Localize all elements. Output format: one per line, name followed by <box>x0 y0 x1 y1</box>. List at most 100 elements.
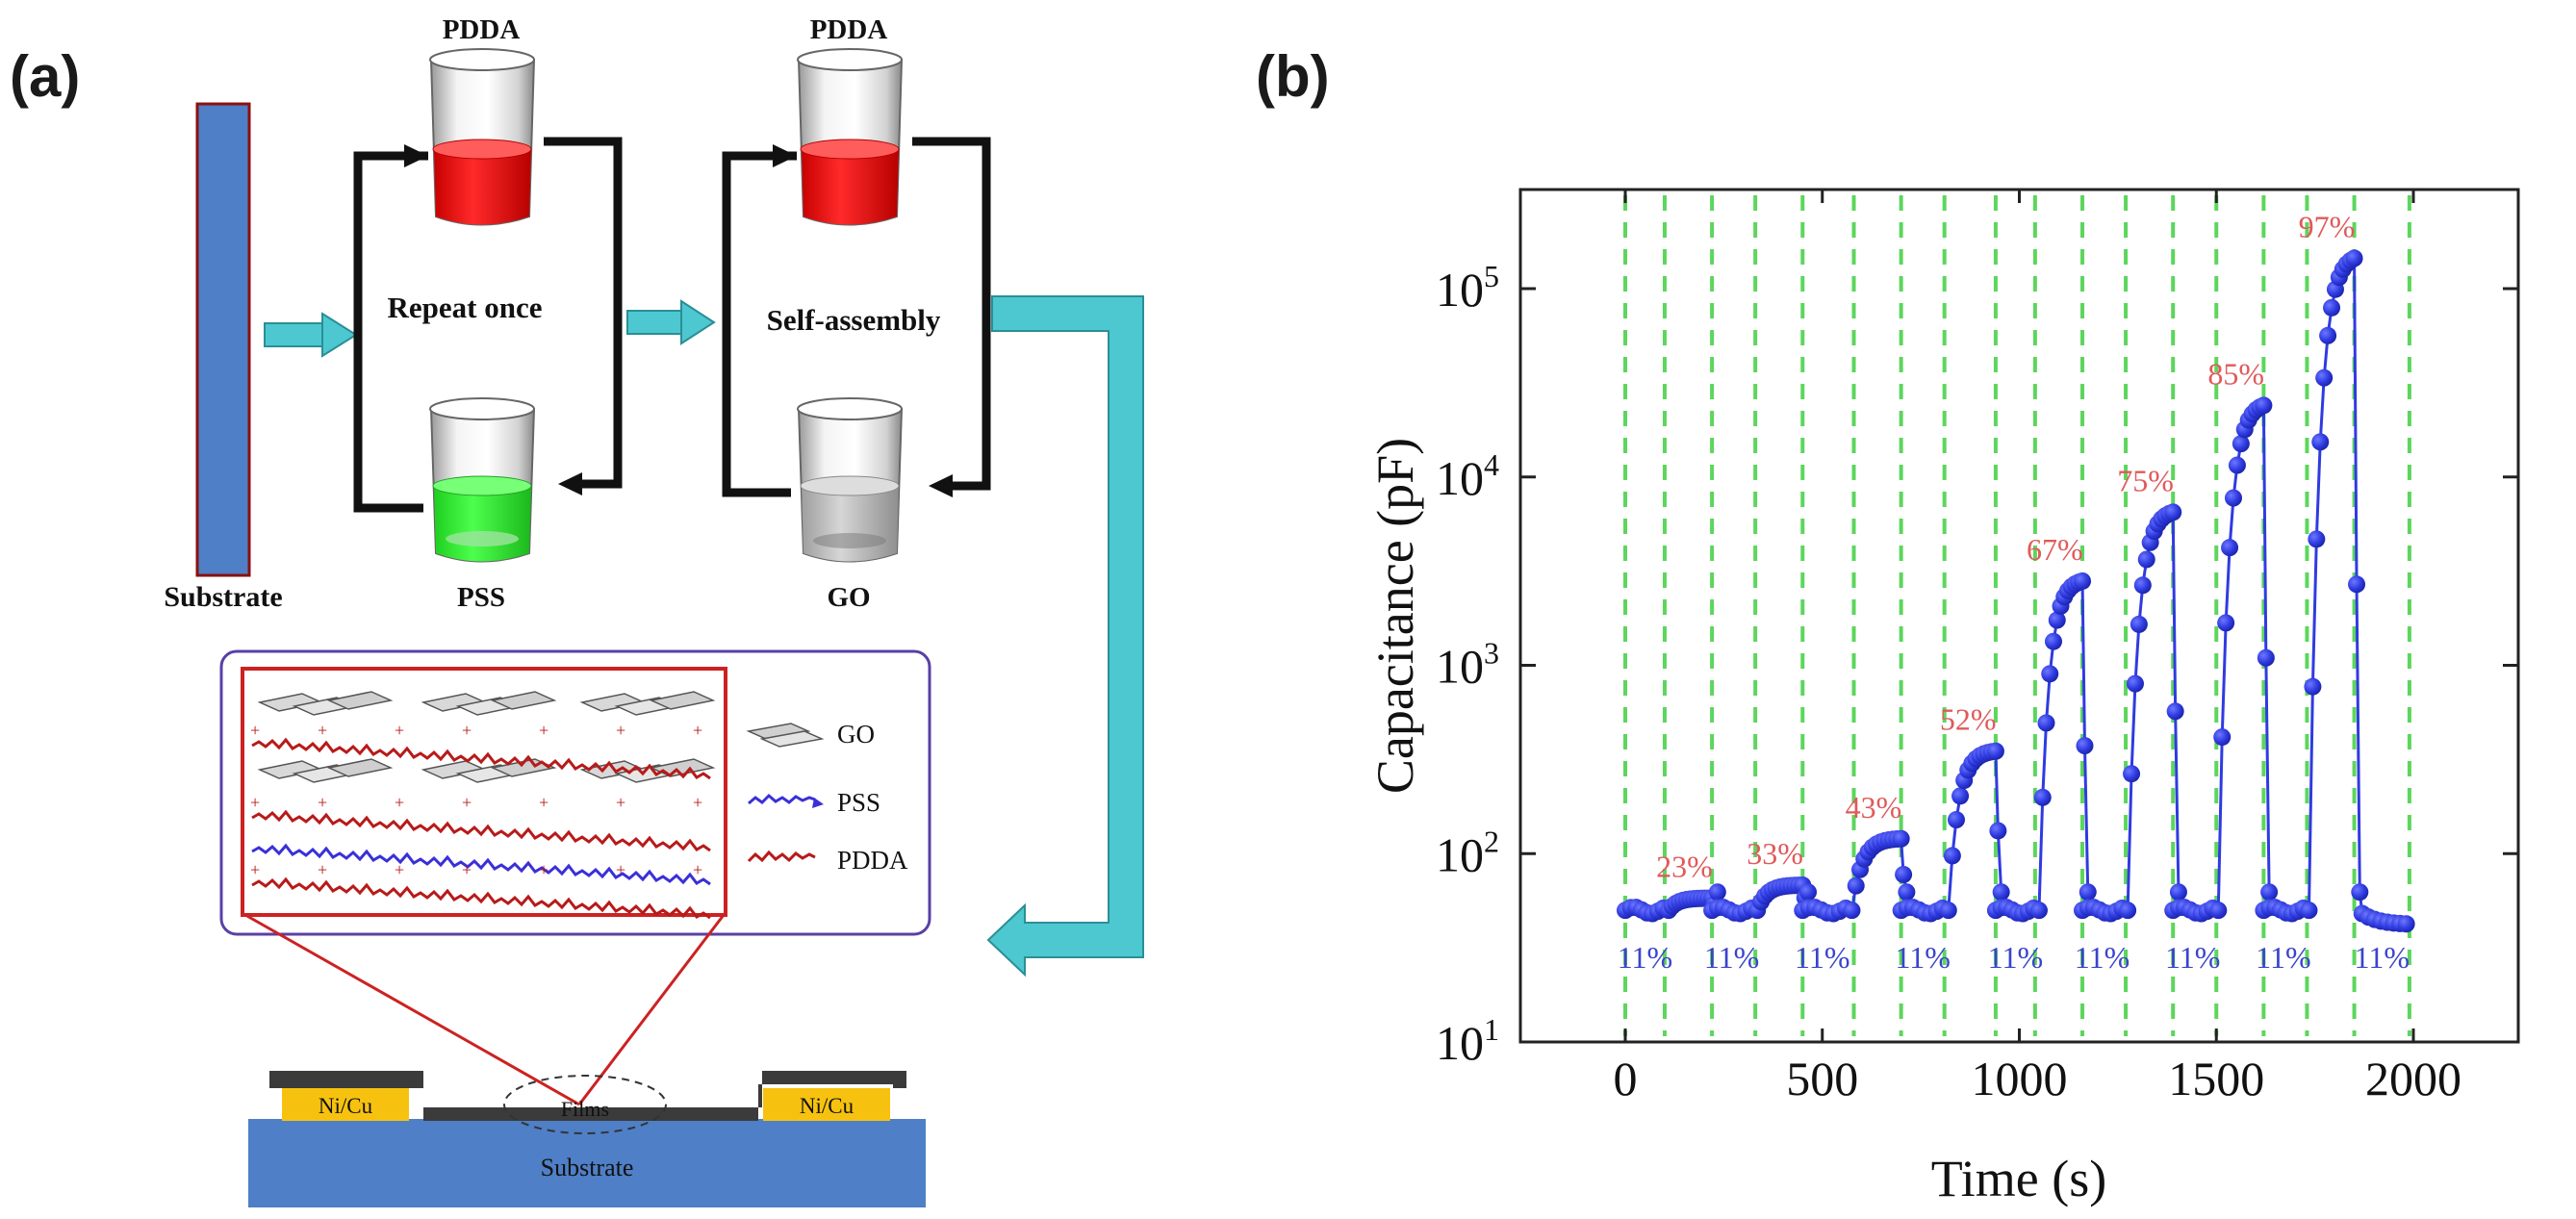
film-layer <box>269 1071 906 1121</box>
y-tick-label: 101 <box>1436 1012 1499 1070</box>
electrode-right-label: Ni/Cu <box>800 1094 854 1118</box>
x-tick-label: 2000 <box>2365 1052 2461 1105</box>
rh-low-label: 11% <box>1618 940 1672 975</box>
legend-pss: PSS <box>748 788 880 817</box>
data-point <box>2315 368 2334 387</box>
legend-pss-label: PSS <box>837 788 880 817</box>
data-point <box>2304 677 2322 696</box>
legend-go-label: GO <box>837 720 875 749</box>
device-cross-section: Substrate Ni/Cu Ni/Cu Films <box>248 1071 926 1207</box>
films-highlight <box>503 1075 667 1134</box>
electrode-left-label: Ni/Cu <box>319 1094 373 1118</box>
charge-mark: + <box>616 793 625 812</box>
panel-a: (a) Substrate Repeat once Self-assem <box>10 14 1144 1207</box>
process-arrow-1 <box>264 312 358 358</box>
data-point <box>1708 883 1726 902</box>
data-point <box>2397 915 2415 933</box>
panel-b: (b) 23%33%43%52%67%75%85%97%11%11%11%11%… <box>1256 44 2520 1207</box>
data-point <box>2164 503 2182 521</box>
charge-mark: + <box>395 860 404 879</box>
go-sheet <box>421 758 557 783</box>
data-point <box>1943 847 1961 865</box>
data-point <box>2319 326 2337 344</box>
pdda-chain <box>251 876 711 920</box>
rh-high-label: 52% <box>1940 702 1997 737</box>
charge-mark: + <box>539 721 548 740</box>
panel-b-label: (b) <box>1256 44 1330 109</box>
substrate-label: Substrate <box>164 581 282 613</box>
data-point <box>1989 822 2007 840</box>
panel-a-label: (a) <box>10 44 80 109</box>
rh-low-label: 11% <box>2256 940 2310 975</box>
x-axis-label: Time (s) <box>1931 1150 2107 1207</box>
y-tick-label: 104 <box>1436 447 1499 505</box>
data-point <box>2169 883 2187 902</box>
beaker-go-label: GO <box>827 582 870 613</box>
y-tick-label: 102 <box>1436 824 1499 881</box>
charge-mark: + <box>395 793 404 812</box>
pdda-chain <box>251 737 711 780</box>
charge-mark: + <box>250 721 260 740</box>
data-point <box>2255 396 2273 415</box>
return-arrow <box>986 295 1144 978</box>
data-point <box>2074 571 2092 590</box>
rh-low-label: 11% <box>2075 940 2130 975</box>
zoom-line-right <box>577 914 726 1105</box>
y-axis-label: Capacitance (pF) <box>1366 438 1424 794</box>
data-point <box>2323 298 2341 317</box>
charge-mark: + <box>318 721 327 740</box>
pdda-chain <box>251 809 711 852</box>
rh-low-label: 11% <box>1895 940 1950 975</box>
data-point <box>2029 902 2048 920</box>
data-point <box>1895 865 1913 883</box>
legend-pdda-label: PDDA <box>837 846 908 875</box>
data-point <box>2166 702 2184 721</box>
device-substrate-label: Substrate <box>541 1154 634 1181</box>
data-point <box>2345 249 2363 267</box>
data-point <box>2221 539 2239 557</box>
charge-mark: + <box>250 793 260 812</box>
pdda-chain-icon <box>747 850 816 863</box>
data-point <box>2351 883 2369 902</box>
electrode-left <box>282 1088 409 1121</box>
go-sheet <box>421 691 557 716</box>
beaker-pss: PSS <box>429 397 536 613</box>
data-point <box>2224 489 2242 507</box>
y-tick-label: 105 <box>1436 259 1499 317</box>
beaker-go: GO <box>797 397 904 613</box>
data-point <box>2213 728 2232 747</box>
rh-low-label: 11% <box>2165 940 2220 975</box>
legend-pdda: PDDA <box>747 846 908 875</box>
rh-high-label: 33% <box>1747 836 1803 871</box>
legend-go: GO <box>746 720 875 749</box>
charge-mark: + <box>616 721 625 740</box>
beaker-pss-label: PSS <box>457 582 505 613</box>
charge-mark: + <box>539 860 548 879</box>
data-point <box>1843 902 1861 920</box>
data-point <box>2037 714 2055 732</box>
data-point <box>2300 902 2318 920</box>
pss-chain-icon <box>748 793 816 805</box>
go-sheet <box>257 691 394 716</box>
repeat-cycle: Repeat once <box>353 137 623 513</box>
data-point <box>1847 876 1865 895</box>
data-point <box>1992 883 2010 902</box>
go-sheet <box>257 758 394 783</box>
data-point <box>2232 435 2250 453</box>
charge-mark: + <box>318 793 327 812</box>
film-layers: +++++++++++++++++++++ <box>250 691 716 920</box>
data-point <box>1799 883 1818 902</box>
rh-high-label: 97% <box>2299 209 2356 243</box>
beaker-pdda-2: PDDA <box>797 14 904 226</box>
go-sheet <box>579 691 716 716</box>
data-point <box>1951 787 1970 805</box>
beaker-pdda-1-label: PDDA <box>443 14 521 45</box>
data-point <box>1947 811 1965 829</box>
rh-high-label: 23% <box>1656 850 1713 884</box>
data-point <box>2137 550 2155 569</box>
data-point <box>2123 765 2141 783</box>
charge-mark: + <box>318 860 327 879</box>
data-point <box>2228 456 2246 474</box>
data-point <box>2126 674 2144 693</box>
